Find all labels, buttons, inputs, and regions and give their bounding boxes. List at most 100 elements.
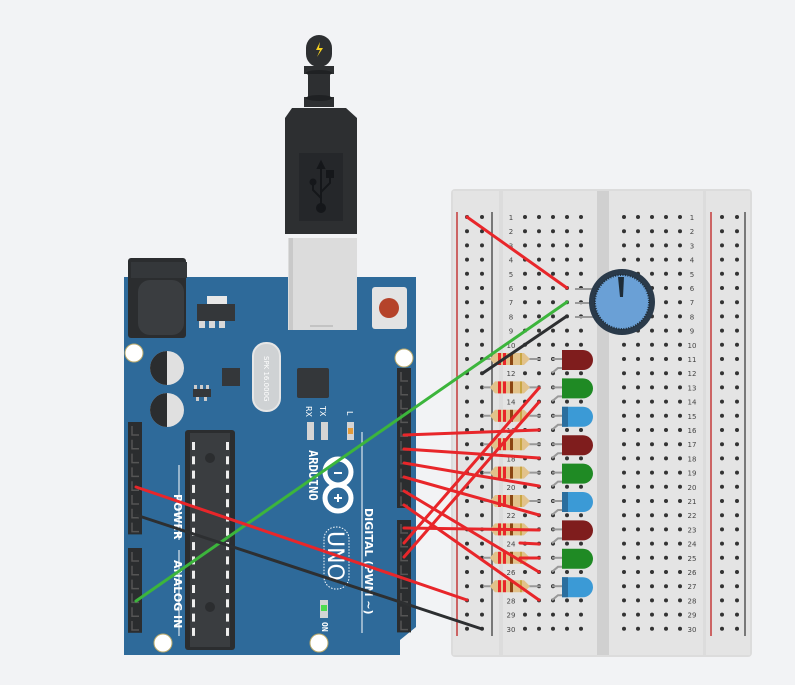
rail-hole[interactable] [465,612,469,617]
terminal-hole[interactable] [579,371,583,376]
terminal-hole[interactable] [537,300,541,305]
wire-pin9[interactable] [402,489,541,574]
wire-pot-gnd[interactable] [481,314,569,375]
rail-hole[interactable] [480,541,484,546]
terminal-hole[interactable] [678,484,682,489]
terminal-hole[interactable] [565,513,569,518]
terminal-hole[interactable] [664,271,668,276]
terminal-hole[interactable] [650,342,654,347]
wire-pin8[interactable] [402,503,541,602]
terminal-hole[interactable] [551,229,555,234]
header-socket[interactable] [400,524,408,534]
wire-pot-wiper-to-a3[interactable] [134,300,569,603]
rail-hole[interactable] [465,342,469,347]
rail-hole[interactable] [480,570,484,574]
terminal-hole[interactable] [636,484,640,489]
header-socket[interactable] [131,481,139,491]
terminal-hole[interactable] [636,626,640,631]
rail-hole[interactable] [480,243,484,248]
terminal-hole[interactable] [565,342,569,347]
terminal-hole[interactable] [636,399,640,404]
header-socket[interactable] [131,607,139,617]
rail-hole[interactable] [480,484,484,489]
led-red[interactable] [551,435,593,459]
rail-hole[interactable] [465,399,469,404]
rail-hole[interactable] [480,399,484,404]
terminal-hole[interactable] [636,598,640,603]
terminal-hole[interactable] [664,584,668,589]
rail-hole[interactable] [465,257,469,262]
terminal-hole[interactable] [523,215,527,219]
terminal-hole[interactable] [622,229,626,234]
terminal-hole[interactable] [622,357,626,361]
arduino-uno-board[interactable]: SPK 16.000G RX TX L ARDUINO [124,258,416,655]
rail-hole[interactable] [735,399,739,404]
terminal-hole[interactable] [664,314,668,319]
terminal-hole[interactable] [622,428,626,432]
terminal-hole[interactable] [678,541,682,546]
terminal-hole[interactable] [523,598,527,603]
terminal-hole[interactable] [579,456,583,461]
usb-cable[interactable] [285,35,357,330]
terminal-hole[interactable] [678,513,682,518]
terminal-hole[interactable] [579,328,583,333]
header-socket[interactable] [400,399,408,410]
terminal-hole[interactable] [537,371,541,376]
led-green[interactable] [551,463,593,488]
terminal-hole[interactable] [622,612,626,617]
terminal-hole[interactable] [565,598,569,603]
rail-hole[interactable] [735,215,739,219]
terminal-hole[interactable] [579,342,583,347]
terminal-hole[interactable] [551,300,555,305]
header-socket[interactable] [131,426,139,436]
terminal-hole[interactable] [622,598,626,603]
rail-hole[interactable] [720,598,724,603]
terminal-hole[interactable] [636,257,640,262]
rail-hole[interactable] [735,357,739,361]
rail-hole[interactable] [720,257,724,262]
rail-hole[interactable] [735,555,739,560]
terminal-hole[interactable] [523,243,527,248]
terminal-hole[interactable] [664,527,668,532]
rail-hole[interactable] [465,555,469,560]
terminal-hole[interactable] [678,428,682,432]
terminal-hole[interactable] [537,328,541,333]
terminal-hole[interactable] [664,342,668,347]
terminal-hole[interactable] [537,257,541,262]
rail-hole[interactable] [720,371,724,376]
terminal-hole[interactable] [622,243,626,248]
rail-hole[interactable] [465,243,469,248]
wire-pin7[interactable] [402,526,541,532]
rail-hole[interactable] [735,300,739,305]
terminal-hole[interactable] [579,399,583,404]
wire-pin12[interactable] [402,447,541,460]
terminal-hole[interactable] [622,371,626,376]
rail-hole[interactable] [480,342,484,347]
terminal-hole[interactable] [650,612,654,617]
terminal-hole[interactable] [650,271,654,276]
terminal-hole[interactable] [565,541,569,546]
rail-hole[interactable] [720,428,724,432]
terminal-hole[interactable] [664,499,668,503]
rail-hole[interactable] [720,484,724,489]
terminal-hole[interactable] [650,527,654,532]
terminal-hole[interactable] [664,286,668,290]
terminal-hole[interactable] [537,314,541,319]
terminal-hole[interactable] [523,271,527,276]
header-socket[interactable] [400,385,408,396]
terminal-hole[interactable] [636,371,640,376]
terminal-hole[interactable] [636,513,640,518]
rail-hole[interactable] [465,413,469,418]
potentiometer[interactable] [575,268,658,338]
terminal-hole[interactable] [650,385,654,390]
rail-hole[interactable] [720,300,724,305]
terminal-hole[interactable] [551,286,555,290]
terminal-hole[interactable] [565,271,569,276]
terminal-hole[interactable] [622,442,626,447]
terminal-hole[interactable] [551,314,555,319]
terminal-hole[interactable] [636,499,640,503]
rail-hole[interactable] [480,598,484,603]
rail-hole[interactable] [480,215,484,219]
rail-hole[interactable] [720,314,724,319]
terminal-hole[interactable] [622,499,626,503]
